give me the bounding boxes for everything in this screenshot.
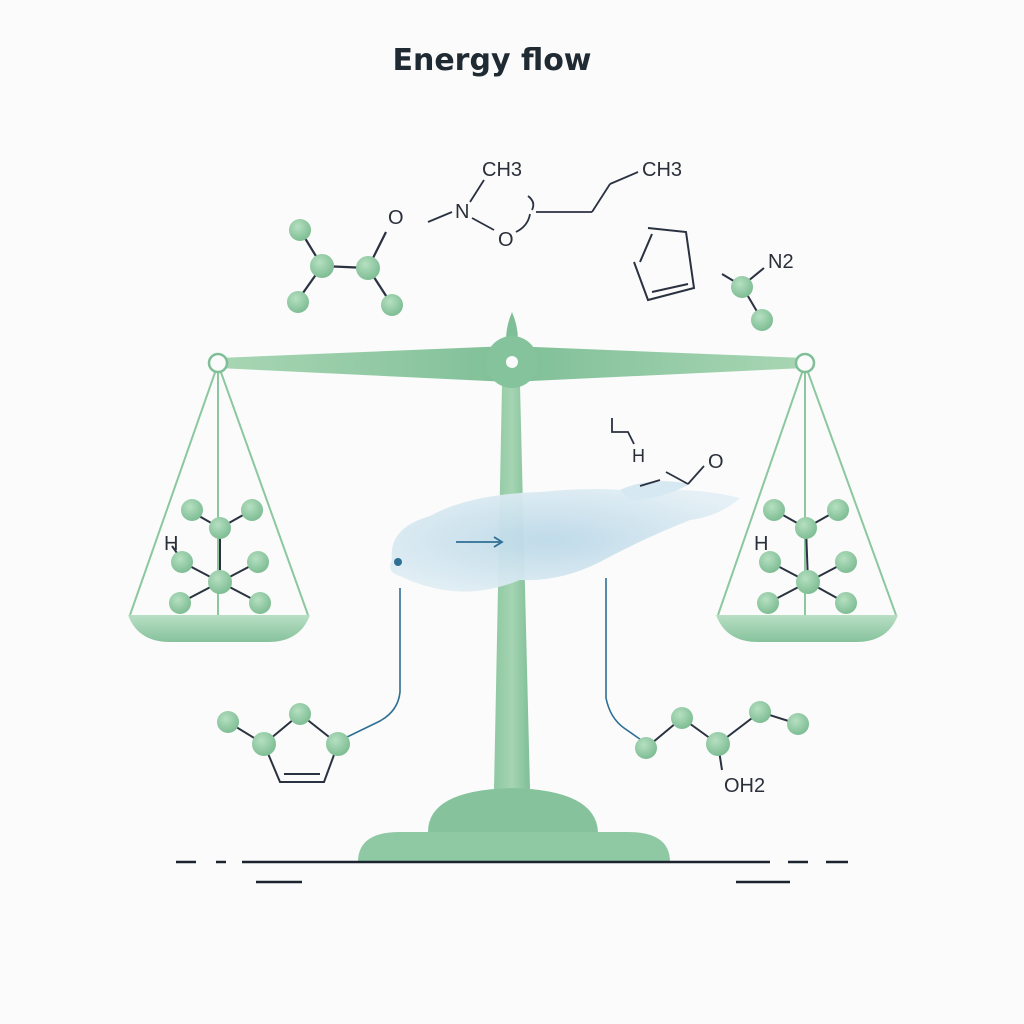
flow-lines [344, 578, 645, 743]
atom [247, 551, 269, 573]
balance-scale-icon [128, 312, 898, 862]
atom [287, 291, 309, 313]
molecule-bottom-right: OH2 [635, 701, 809, 797]
atom [241, 499, 263, 521]
atom [757, 592, 779, 614]
label-n: N [455, 201, 469, 223]
atom [706, 732, 730, 756]
atom [217, 711, 239, 733]
structure-top-center [427, 171, 639, 233]
right-pan [716, 615, 898, 642]
atom [671, 707, 693, 729]
atom [763, 499, 785, 521]
atom [787, 713, 809, 735]
atom [835, 592, 857, 614]
label-o: O [708, 451, 724, 473]
atom [171, 551, 193, 573]
baseline [176, 860, 848, 884]
atom [252, 732, 276, 756]
label-o: O [388, 207, 404, 229]
label-h: H [632, 446, 645, 466]
atom [635, 737, 657, 759]
atom [181, 499, 203, 521]
molecule-bottom-left [217, 703, 350, 783]
label-ch3: CH3 [642, 159, 682, 181]
atom [249, 592, 271, 614]
left-pan [128, 615, 310, 642]
atom [796, 570, 820, 594]
atom [759, 551, 781, 573]
arrow-right-icon [456, 536, 504, 548]
ring-top-right [633, 227, 696, 302]
scale-finial [506, 312, 518, 340]
scale-base-upper [428, 788, 598, 832]
beam-left-ring [207, 352, 229, 374]
label-n2: N2 [768, 251, 794, 273]
scale-post [494, 385, 530, 790]
atom [749, 701, 771, 723]
flow-source-dot [394, 558, 402, 566]
scale-base-lower [358, 832, 670, 862]
atom [289, 703, 311, 725]
atom [751, 309, 773, 331]
fragment-mid-right [611, 418, 705, 487]
atom [731, 276, 753, 298]
atom [795, 517, 817, 539]
atom [835, 551, 857, 573]
diagram-title: Energy flow [392, 43, 591, 78]
pivot-pin [506, 356, 518, 368]
molecule-left-pan: H [164, 499, 271, 614]
flow-line-left [344, 588, 401, 739]
atom [827, 499, 849, 521]
atom [310, 254, 334, 278]
atom [208, 570, 232, 594]
atom [289, 219, 311, 241]
beam-right-ring [794, 352, 816, 374]
atom [326, 732, 350, 756]
energy-cloud-icon [390, 481, 740, 592]
molecule-top-left-atoms [287, 219, 403, 316]
atom [169, 592, 191, 614]
atom [381, 294, 403, 316]
flow-line-right [605, 578, 645, 743]
atom [356, 256, 380, 280]
label-h: H [164, 533, 178, 555]
label-o: O [498, 229, 514, 251]
label-ch3: CH3 [482, 159, 522, 181]
atom [209, 517, 231, 539]
molecule-right-pan: H [754, 499, 857, 614]
label-oh2: OH2 [724, 775, 765, 797]
label-h: H [754, 533, 768, 555]
